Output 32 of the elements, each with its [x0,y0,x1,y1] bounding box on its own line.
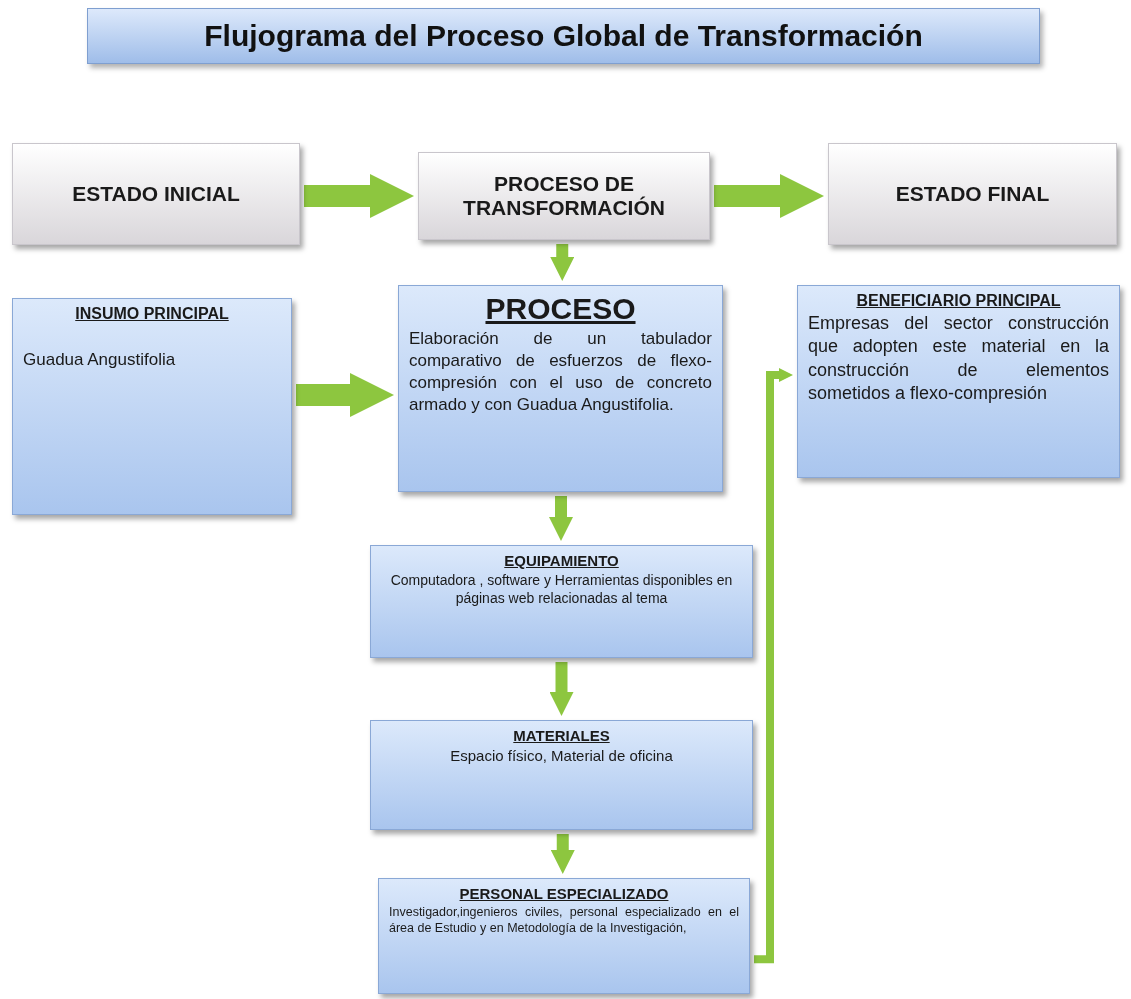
arrow [549,662,574,716]
box-description: Investigador,ingenieros civiles, personal especializado en el área de Estudio y en Metodología de la Investigación, [389,904,739,937]
stage-box [418,152,710,240]
arrow [304,174,414,218]
box-description: Computadora , software y Herramientas disponibles en páginas web relacionadas al tema [389,571,734,608]
box-heading: PERSONAL ESPECIALIZADO [458,885,670,902]
box-heading: INSUMO PRINCIPAL [74,305,230,323]
box-description: Empresas del sector construcción que adopten este material en la construcción de elementos sometidos a flexo-compresión [808,312,1109,406]
arrow [549,496,573,541]
stage-box [828,143,1117,245]
box-heading: BENEFICIARIO PRINCIPAL [855,292,1062,310]
arrow [296,373,394,417]
box-heading: PROCESO [484,292,637,326]
info-box [12,298,292,515]
title-banner: Flujograma del Proceso Global de Transformación [87,8,1040,64]
resource-box [370,545,753,658]
box-heading: EQUIPAMIENTO [503,552,620,569]
box-description: Espacio físico, Material de oficina [449,746,674,766]
stage-box [12,143,300,245]
stage-label: ESTADO INICIAL [72,182,240,206]
stage-label: PROCESO DE TRANSFORMACIÓN [462,172,666,220]
arrow [550,834,575,874]
resource-box [370,720,753,830]
box-description: Guadua Angustifolia [23,349,177,371]
resource-box [378,878,750,994]
arrow [550,244,575,281]
info-box [797,285,1120,478]
stage-label: ESTADO FINAL [895,182,1050,206]
box-description: Elaboración de un tabulador comparativo de esfuerzos de flexo-compresión con el uso de concreto armado y con Guadua Angustifolia. [409,328,712,417]
arrow [714,174,824,218]
box-heading: MATERIALES [512,727,611,744]
process-box [398,285,723,492]
